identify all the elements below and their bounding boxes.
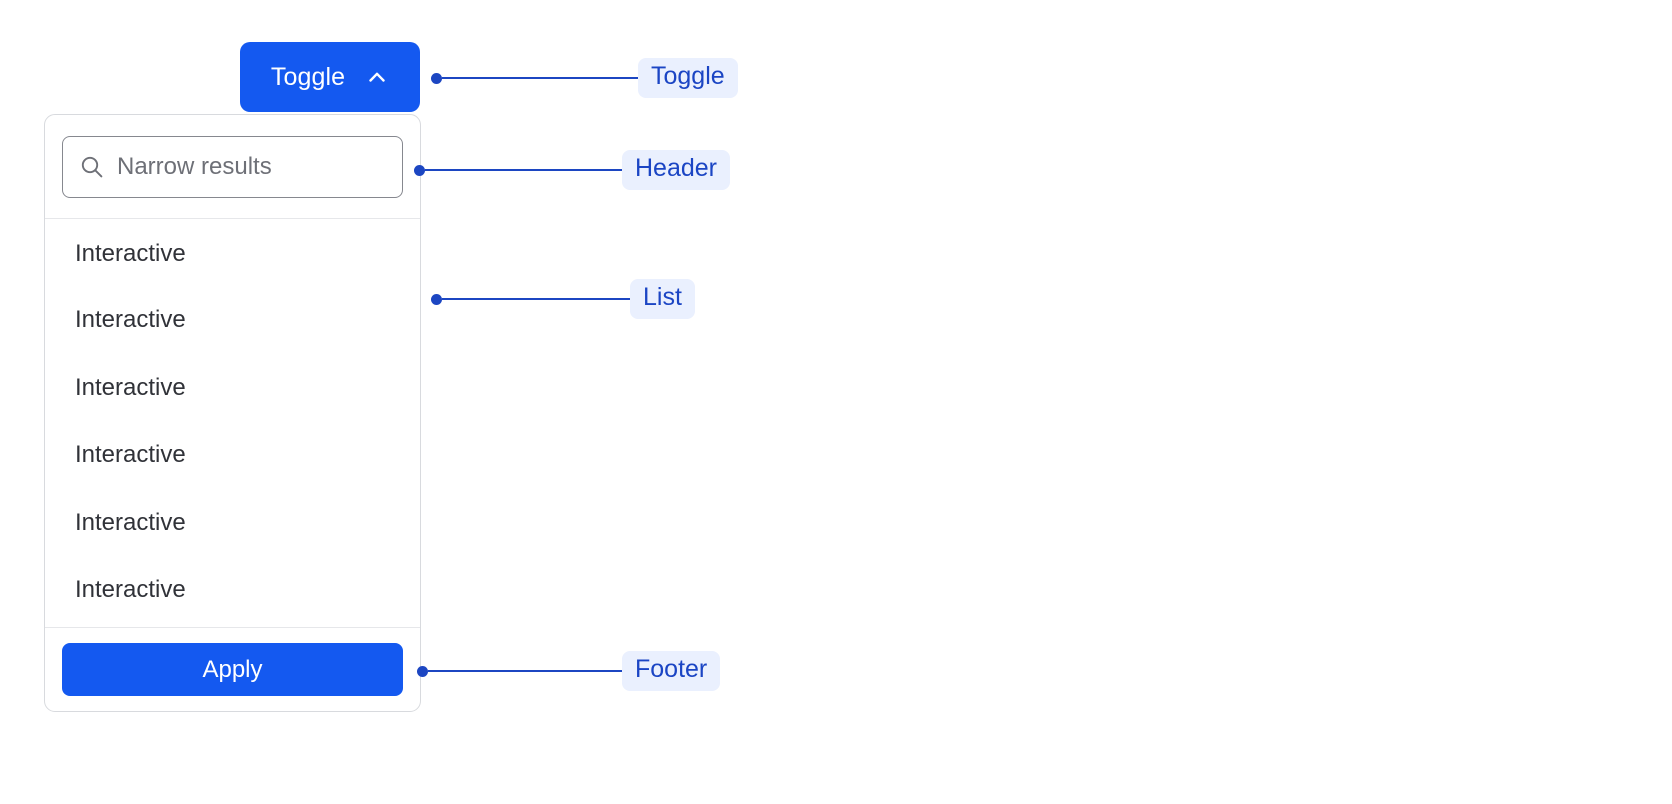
annotation-header: Header xyxy=(414,150,730,190)
dropdown-header xyxy=(45,115,420,219)
list-item-label: Interactive xyxy=(75,373,186,401)
chevron-up-icon xyxy=(369,72,385,82)
search-input[interactable] xyxy=(117,152,386,181)
list-item-label: Interactive xyxy=(75,441,186,469)
annotation-leader-line xyxy=(442,77,638,79)
list-item[interactable]: Interactive xyxy=(45,354,420,422)
list-item[interactable]: Interactive xyxy=(45,219,420,287)
annotation-label: List xyxy=(630,279,695,319)
annotation-leader-line xyxy=(442,298,630,300)
list-item-label: Interactive xyxy=(75,576,186,604)
list-item[interactable]: Interactive xyxy=(45,422,420,490)
toggle-button[interactable]: Toggle xyxy=(240,42,420,112)
list-item-label: Interactive xyxy=(75,508,186,536)
annotation-dot xyxy=(431,293,442,305)
annotation-label: Header xyxy=(622,150,730,190)
annotation-label: Toggle xyxy=(638,58,738,98)
list-item-label: Interactive xyxy=(75,239,186,267)
annotation-dot xyxy=(417,665,428,677)
search-field[interactable] xyxy=(62,135,403,198)
annotation-toggle: Toggle xyxy=(431,58,738,98)
annotation-leader-line xyxy=(425,169,622,171)
list-item[interactable]: Interactive xyxy=(45,557,420,625)
annotation-label: Footer xyxy=(622,651,721,691)
annotation-dot xyxy=(414,164,425,176)
dropdown-footer: Apply xyxy=(45,627,420,711)
annotation-list: List xyxy=(431,279,695,319)
list-item[interactable]: Interactive xyxy=(45,489,420,557)
dropdown-panel: Interactive Interactive Interactive Inte… xyxy=(44,114,421,712)
annotation-dot xyxy=(431,72,442,84)
toggle-button-label: Toggle xyxy=(270,62,346,91)
annotation-footer: Footer xyxy=(417,651,721,691)
list-item-label: Interactive xyxy=(75,306,186,334)
apply-button[interactable]: Apply xyxy=(62,643,403,696)
dropdown-list[interactable]: Interactive Interactive Interactive Inte… xyxy=(45,219,420,627)
annotation-leader-line xyxy=(428,670,622,672)
list-item[interactable]: Interactive xyxy=(45,287,420,355)
search-icon xyxy=(81,156,103,177)
